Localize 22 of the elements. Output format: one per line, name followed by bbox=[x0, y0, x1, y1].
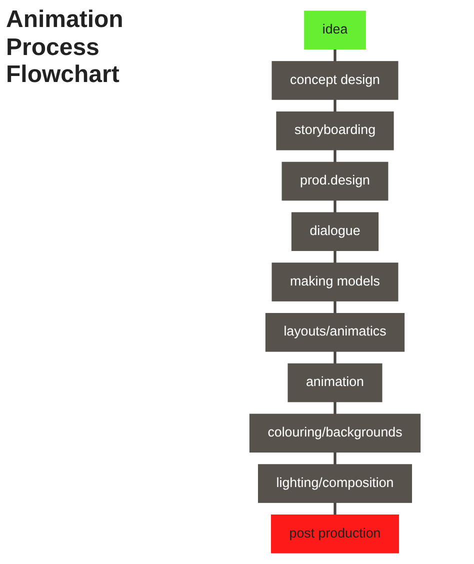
node-box: lighting/composition bbox=[258, 464, 412, 503]
node-box: concept design bbox=[272, 61, 398, 100]
connector bbox=[334, 48, 336, 62]
connector bbox=[334, 502, 336, 516]
connector bbox=[334, 99, 336, 112]
node-box: colouring/backgrounds bbox=[249, 414, 421, 453]
node-box: prod.design bbox=[282, 162, 388, 201]
diagram-title: Animation Process Flowchart bbox=[6, 6, 124, 89]
connector bbox=[334, 452, 336, 465]
connector bbox=[334, 401, 336, 414]
node-box: idea bbox=[304, 10, 366, 50]
connector bbox=[334, 250, 336, 264]
node-box: dialogue bbox=[291, 212, 379, 251]
connector bbox=[334, 200, 336, 213]
node-box: storyboarding bbox=[276, 111, 394, 150]
node-box: post production bbox=[270, 514, 400, 554]
node-box: animation bbox=[288, 363, 382, 402]
connector bbox=[334, 300, 336, 314]
node-box: making models bbox=[272, 262, 398, 302]
node-box: layouts/animatics bbox=[265, 313, 405, 352]
connector bbox=[334, 351, 336, 364]
connector bbox=[334, 150, 336, 163]
